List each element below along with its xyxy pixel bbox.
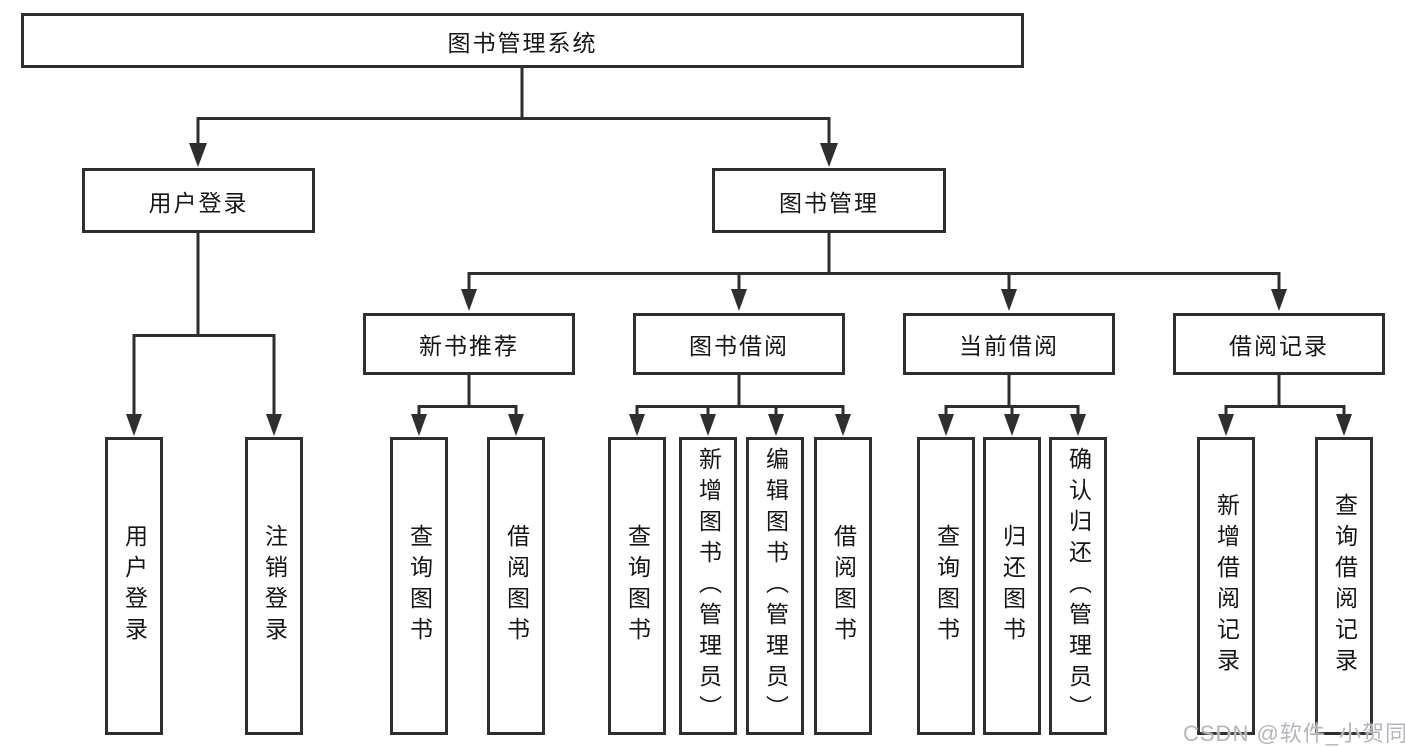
leaf-query-books-borrow: 查询图书 — [608, 437, 666, 735]
node-current-borrow: 当前借阅 — [903, 313, 1115, 375]
node-borrow-records: 借阅记录 — [1173, 313, 1385, 375]
leaf-query-books-recommend: 查询图书 — [390, 437, 448, 735]
leaf-query-books-current: 查询图书 — [917, 437, 975, 735]
csdn-watermark: CSDN @软件_小贺同学 — [1183, 721, 1405, 746]
leaf-add-borrow-record: 新增借阅记录 — [1197, 437, 1255, 735]
leaf-borrow-books-recommend: 借阅图书 — [487, 437, 545, 735]
node-book-borrow: 图书借阅 — [633, 313, 845, 375]
node-user-login: 用户登录 — [82, 168, 315, 233]
node-new-book-recommend: 新书推荐 — [363, 313, 575, 375]
leaf-logout: 注销登录 — [245, 437, 303, 735]
node-book-management: 图书管理 — [712, 168, 946, 233]
leaf-return-books: 归还图书 — [983, 437, 1041, 735]
node-library-management-system: 图书管理系统 — [21, 13, 1024, 68]
leaf-user-login: 用户登录 — [105, 437, 163, 735]
leaf-add-book-admin: 新增图书（管理员） — [679, 437, 737, 735]
leaf-borrow-books: 借阅图书 — [814, 437, 872, 735]
leaf-confirm-return-admin: 确认归还（管理员） — [1049, 437, 1107, 735]
leaf-edit-book-admin: 编辑图书（管理员） — [746, 437, 804, 735]
leaf-query-borrow-record: 查询借阅记录 — [1315, 437, 1373, 735]
